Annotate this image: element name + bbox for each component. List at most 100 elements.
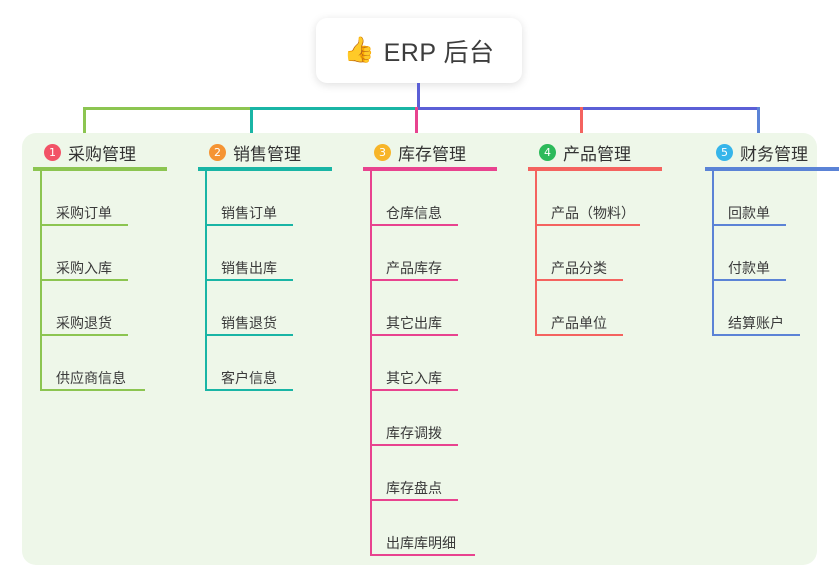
branch-header-underline bbox=[528, 167, 662, 171]
connector-drop bbox=[250, 107, 253, 144]
branch-header-5[interactable]: 5 财务管理 bbox=[705, 133, 839, 171]
branch-item-underline bbox=[370, 389, 458, 391]
branch-item-underline bbox=[205, 334, 293, 336]
branch-title: 产品管理 bbox=[563, 144, 631, 164]
branch-item[interactable]: 销售订单 bbox=[205, 171, 342, 226]
branch-item-underline bbox=[535, 334, 623, 336]
branch-item-label: 产品单位 bbox=[551, 315, 607, 331]
branch-spine bbox=[370, 171, 372, 556]
branch-spine bbox=[712, 171, 714, 336]
branch-item[interactable]: 仓库信息 bbox=[370, 171, 507, 226]
branch-item-label: 其它出库 bbox=[386, 315, 442, 331]
connector-drop bbox=[83, 107, 86, 144]
branch-spine bbox=[535, 171, 537, 336]
connector-drop bbox=[415, 107, 418, 144]
branch-item-underline bbox=[712, 334, 800, 336]
branch-item-underline bbox=[535, 279, 623, 281]
branch-item-label: 其它入库 bbox=[386, 370, 442, 386]
branch-item[interactable]: 采购退货 bbox=[40, 281, 177, 336]
branch-item-underline bbox=[40, 224, 128, 226]
branch-item-label: 回款单 bbox=[728, 205, 770, 221]
branch-header-underline bbox=[33, 167, 167, 171]
branch-title: 销售管理 bbox=[233, 144, 301, 164]
branch-item[interactable]: 客户信息 bbox=[205, 336, 342, 391]
branch-item[interactable]: 产品分类 bbox=[535, 226, 672, 281]
root-title: ERP 后台 bbox=[383, 38, 495, 67]
branch-item[interactable]: 其它出库 bbox=[370, 281, 507, 336]
branch-item-label: 销售退货 bbox=[221, 315, 277, 331]
branch-header-2[interactable]: 2 销售管理 bbox=[198, 133, 332, 171]
branch-header-1[interactable]: 1 采购管理 bbox=[33, 133, 167, 171]
branch-item[interactable]: 销售出库 bbox=[205, 226, 342, 281]
root-node[interactable]: 👍 ERP 后台 bbox=[316, 18, 522, 83]
branch-column-4: 4 产品管理产品（物料） 产品分类产品单位 bbox=[528, 133, 672, 336]
branch-column-1: 1 采购管理采购订单采购入库采购退货供应商信息 bbox=[33, 133, 177, 391]
connector-bar-segment bbox=[415, 107, 757, 110]
branch-item-label: 库存调拨 bbox=[386, 425, 442, 441]
branch-header-underline bbox=[363, 167, 497, 171]
branch-item[interactable]: 出库库明细 bbox=[370, 501, 507, 556]
branch-item-underline bbox=[40, 389, 145, 391]
branch-items: 销售订单销售出库销售退货客户信息 bbox=[198, 171, 342, 391]
branch-spine bbox=[40, 171, 42, 391]
branch-item-underline bbox=[370, 554, 475, 556]
branch-item-label: 销售订单 bbox=[221, 205, 277, 221]
branch-number-badge: 2 bbox=[209, 143, 226, 161]
branch-spine bbox=[205, 171, 207, 391]
branch-item[interactable]: 采购入库 bbox=[40, 226, 177, 281]
branch-item-underline bbox=[205, 389, 293, 391]
branch-item[interactable]: 产品单位 bbox=[535, 281, 672, 336]
branch-item[interactable]: 库存盘点 bbox=[370, 446, 507, 501]
branch-item-label: 供应商信息 bbox=[56, 370, 126, 386]
branch-item-label: 采购订单 bbox=[56, 205, 112, 221]
branch-item-underline bbox=[40, 334, 128, 336]
branch-item[interactable]: 付款单 bbox=[712, 226, 839, 281]
branch-header-underline bbox=[198, 167, 332, 171]
branch-items: 仓库信息产品库存其它出库其它入库库存调拨库存盘点出库库明细 bbox=[363, 171, 507, 556]
branch-number-badge: 4 bbox=[539, 143, 556, 161]
thumbs-up-icon: 👍 bbox=[343, 36, 375, 64]
branch-items: 回款单付款单结算账户 bbox=[705, 171, 839, 336]
branch-item-label: 采购退货 bbox=[56, 315, 112, 331]
branch-item[interactable]: 销售退货 bbox=[205, 281, 342, 336]
branch-item[interactable]: 采购订单 bbox=[40, 171, 177, 226]
branch-item[interactable]: 产品库存 bbox=[370, 226, 507, 281]
branch-items: 产品（物料） 产品分类产品单位 bbox=[528, 171, 672, 336]
branch-item-label: 库存盘点 bbox=[386, 480, 442, 496]
branch-item[interactable]: 回款单 bbox=[712, 171, 839, 226]
branch-title: 采购管理 bbox=[68, 144, 136, 164]
branch-item-underline bbox=[370, 499, 458, 501]
branch-item[interactable]: 产品（物料） bbox=[535, 171, 672, 226]
branch-header-underline bbox=[705, 167, 839, 171]
branch-number-badge: 3 bbox=[374, 143, 391, 161]
branch-item-underline bbox=[370, 224, 458, 226]
connector-bar-segment bbox=[83, 107, 250, 110]
branch-column-5: 5 财务管理回款单付款单结算账户 bbox=[705, 133, 839, 336]
branch-title: 财务管理 bbox=[740, 144, 808, 164]
connector-drop bbox=[580, 107, 583, 144]
branch-item-underline bbox=[370, 334, 458, 336]
branch-header-4[interactable]: 4 产品管理 bbox=[528, 133, 662, 171]
branch-item-label: 产品（物料） bbox=[551, 205, 635, 221]
branch-item[interactable]: 库存调拨 bbox=[370, 391, 507, 446]
branch-item-underline bbox=[205, 224, 293, 226]
branch-item-label: 出库库明细 bbox=[386, 535, 456, 551]
branch-number-badge: 5 bbox=[716, 143, 733, 161]
branch-item[interactable]: 其它入库 bbox=[370, 336, 507, 391]
branch-number-badge: 1 bbox=[44, 143, 61, 161]
branch-item-underline bbox=[370, 444, 458, 446]
branch-item-underline bbox=[712, 279, 786, 281]
branch-item[interactable]: 供应商信息 bbox=[40, 336, 177, 391]
branch-item-underline bbox=[205, 279, 293, 281]
connector-trunk bbox=[417, 83, 420, 110]
branch-item-label: 结算账户 bbox=[728, 315, 784, 331]
branch-item-underline bbox=[370, 279, 458, 281]
branch-item-label: 销售出库 bbox=[221, 260, 277, 276]
branch-item-label: 产品库存 bbox=[386, 260, 442, 276]
branch-column-2: 2 销售管理销售订单销售出库销售退货客户信息 bbox=[198, 133, 342, 391]
connector-bar-segment bbox=[250, 107, 415, 110]
branch-item-underline bbox=[535, 224, 640, 226]
branch-item[interactable]: 结算账户 bbox=[712, 281, 839, 336]
